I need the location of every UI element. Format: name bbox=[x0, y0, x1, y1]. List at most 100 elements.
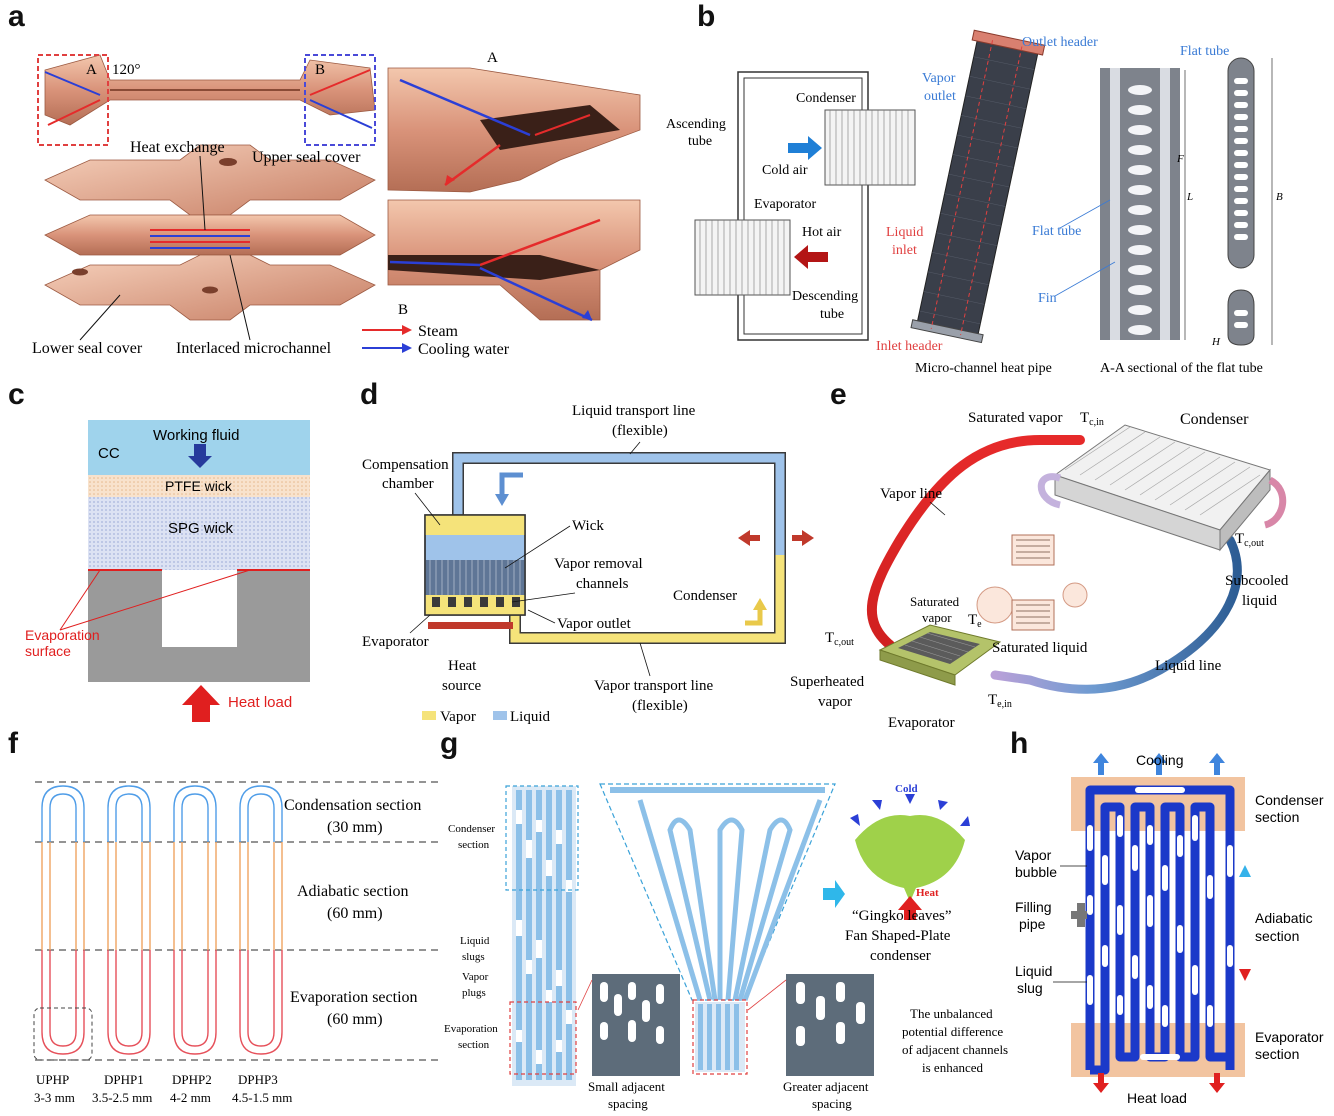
panel-label-e: e bbox=[830, 378, 847, 411]
vapor-line-label-2: (flexible) bbox=[632, 698, 688, 714]
legend-liquid-swatch bbox=[493, 711, 507, 720]
vrc-label-1: Vapor removal bbox=[554, 556, 643, 572]
adiabatic-label: Adiabatic section bbox=[297, 883, 409, 900]
wick-label: Wick bbox=[572, 518, 604, 534]
superheated-label-1: Superheated bbox=[790, 674, 865, 690]
vapor-outlet-label: Vapor outlet bbox=[557, 616, 632, 632]
working-fluid-arrow bbox=[188, 444, 212, 468]
small-spacing-label-1: Small adjacent bbox=[588, 1079, 665, 1094]
ptfe-label: PTFE wick bbox=[165, 478, 233, 494]
e-condenser-label: Condenser bbox=[1180, 411, 1249, 428]
comp-label-2: chamber bbox=[382, 476, 434, 492]
fin-label: Fin bbox=[1038, 291, 1057, 306]
ptfe-wick bbox=[88, 475, 310, 497]
tein-label: Te,in bbox=[988, 692, 1012, 710]
g-vapor-label-2: plugs bbox=[462, 987, 486, 999]
small-spacing-label-2: spacing bbox=[608, 1096, 648, 1111]
cooling-label: Cooling bbox=[1136, 752, 1183, 768]
panel-h-diagram: Cooling Condenser section Vapor bubble F… bbox=[1015, 752, 1324, 1106]
unbalanced-label-1: The unbalanced bbox=[910, 1006, 993, 1021]
tube-size-0: 3-3 mm bbox=[34, 1090, 75, 1105]
e-evaporator bbox=[878, 624, 1002, 686]
box-a-label: A bbox=[86, 62, 97, 78]
heat-exchange-label: Heat exchange bbox=[130, 139, 225, 156]
panel-d-diagram: Liquid transport line (flexible) Compens… bbox=[362, 403, 814, 725]
h-evap-label-1: Evaporator bbox=[1255, 1029, 1324, 1045]
dim-l: L bbox=[1186, 191, 1193, 203]
g-evap-label-1: Evaporation bbox=[444, 1023, 498, 1035]
outlet-label: outlet bbox=[924, 89, 956, 104]
panel-label-d: d bbox=[360, 378, 379, 411]
g-condenser-label-1: Condenser bbox=[448, 823, 495, 835]
unbalanced-label-2: potential difference bbox=[902, 1024, 1003, 1039]
inlet-header-label: Inlet header bbox=[876, 339, 943, 354]
gingko-label-1: “Gingko leaves” bbox=[852, 908, 952, 924]
detail-b-label: B bbox=[398, 302, 408, 318]
heat-load-arrow bbox=[182, 685, 220, 722]
e-liquid-line-label: Liquid line bbox=[1155, 658, 1222, 674]
panel-a-diagram: A 120° B Heat exchange Upper seal cover … bbox=[32, 50, 641, 358]
h-vapor-label-2: bubble bbox=[1015, 864, 1057, 880]
descending-label: Descending bbox=[792, 289, 858, 304]
detail-a-label: A bbox=[487, 50, 498, 66]
comp-label-1: Compensation bbox=[362, 457, 449, 473]
vapor-label: Vapor bbox=[922, 71, 956, 86]
tube-name-3: DPHP3 bbox=[238, 1072, 278, 1087]
condensation-label: Condensation section bbox=[284, 797, 421, 814]
mchp-label: Micro-channel heat pipe bbox=[915, 361, 1052, 376]
dim-h: H bbox=[1211, 336, 1221, 348]
superheated-label-2: vapor bbox=[818, 694, 852, 710]
hot-air-arrow bbox=[794, 245, 828, 269]
condensation-len: (30 mm) bbox=[327, 819, 383, 836]
panel-label-h: h bbox=[1010, 727, 1029, 760]
h-adiabatic-label-1: Adiabatic bbox=[1255, 910, 1313, 926]
h-heat-load-label: Heat load bbox=[1127, 1090, 1187, 1106]
tcout-right-label: Tc,out bbox=[1235, 531, 1264, 549]
cc-label: CC bbox=[98, 445, 120, 462]
detail-box-a bbox=[37, 54, 109, 146]
spg-label: SPG wick bbox=[168, 520, 234, 537]
g-condenser-label-2: section bbox=[458, 839, 490, 851]
b-condenser-label: Condenser bbox=[796, 91, 856, 106]
sat-label-2: vapor bbox=[922, 610, 952, 625]
h-evap-label-2: section bbox=[1255, 1046, 1299, 1062]
tube-name-2: DPHP2 bbox=[172, 1072, 212, 1087]
heat-load-label: Heat load bbox=[228, 694, 292, 711]
liquid-line-label-2: (flexible) bbox=[612, 423, 668, 439]
panel-label-f: f bbox=[8, 727, 18, 760]
panel-label-g: g bbox=[440, 727, 459, 760]
evaporation-label: Evaporation section bbox=[290, 989, 418, 1006]
hot-air-label: Hot air bbox=[802, 225, 842, 240]
box-b-label: B bbox=[315, 62, 325, 78]
g-liquid-label-1: Liquid bbox=[460, 935, 490, 947]
h-adiabatic-label-2: section bbox=[1255, 928, 1299, 944]
cold-air-label: Cold air bbox=[762, 163, 808, 178]
ascending2-label: tube bbox=[688, 134, 712, 149]
outlet-header-label: Outlet header bbox=[1022, 35, 1098, 50]
aa-label: A-A sectional of the flat tube bbox=[1100, 361, 1263, 376]
vrc-label-2: channels bbox=[576, 576, 629, 592]
heat-label-1: Heat bbox=[448, 658, 477, 674]
inlet-label: inlet bbox=[892, 243, 917, 258]
panel-b-diagram: Condenser Ascending tube Cold air Evapor… bbox=[666, 29, 1283, 376]
h-condenser-block bbox=[1071, 777, 1245, 831]
b-evaporator-label: Evaporator bbox=[754, 197, 817, 212]
flat-tube-label: Flat tube bbox=[1180, 44, 1229, 59]
g-channel-column bbox=[512, 786, 576, 1086]
tube-size-1: 3.5-2.5 mm bbox=[92, 1090, 152, 1105]
legend-liquid: Liquid bbox=[510, 709, 550, 725]
tcin-label: Tc,in bbox=[1080, 410, 1104, 428]
evap-surface-label-2: surface bbox=[25, 643, 71, 659]
h-filling-label-1: Filling bbox=[1015, 899, 1052, 915]
b-condenser-block bbox=[824, 109, 916, 186]
panel-g-diagram: Cold Heat Condenser section Liquid slugs… bbox=[444, 783, 1008, 1111]
g-vapor-label-1: Vapor bbox=[462, 971, 489, 983]
e-condenser bbox=[1053, 424, 1271, 552]
legend-vapor-swatch bbox=[422, 711, 436, 720]
h-condenser-label-2: section bbox=[1255, 809, 1299, 825]
h-condenser-label-1: Condenser bbox=[1255, 792, 1324, 808]
h-vapor-label-1: Vapor bbox=[1015, 847, 1052, 863]
tube-name-1: DPHP1 bbox=[104, 1072, 144, 1087]
vapor-line-pipe bbox=[866, 435, 1085, 650]
interlaced-label: Interlaced microchannel bbox=[176, 340, 332, 357]
